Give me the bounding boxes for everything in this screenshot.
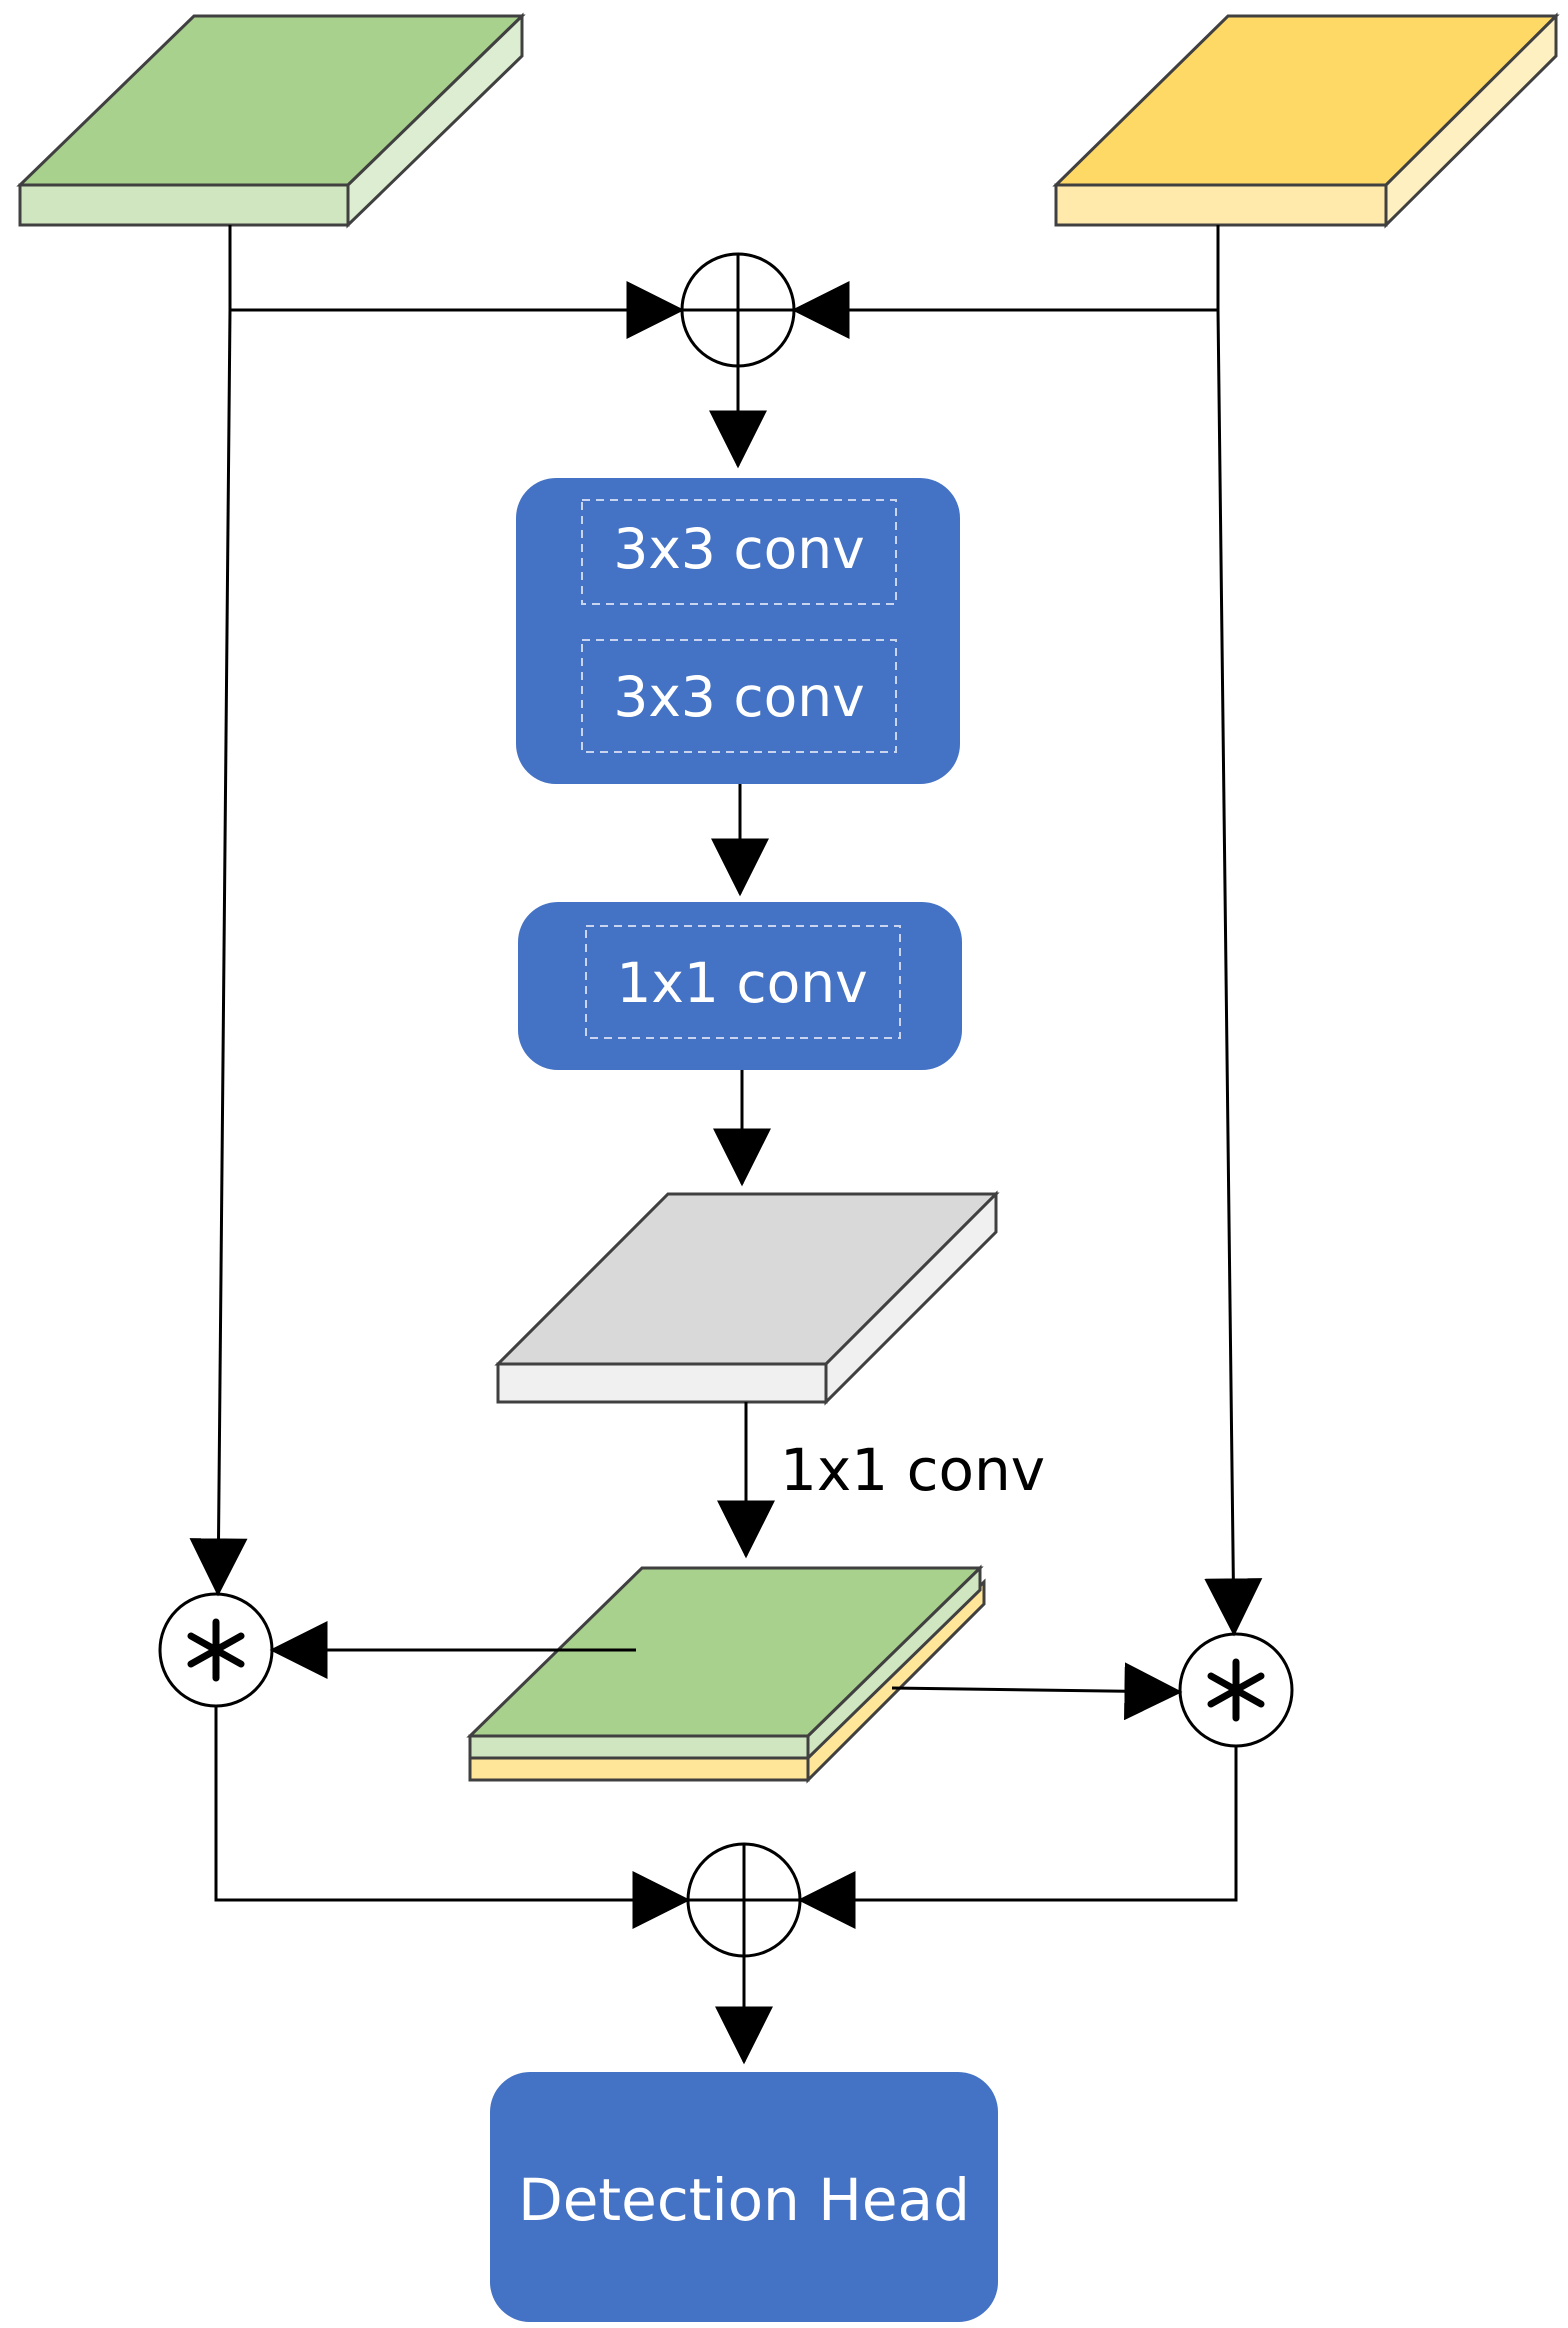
- conv-layer-3x3-second: 3x3 conv: [613, 665, 864, 729]
- left-multiply-operator: [158, 1592, 274, 1708]
- detection-head-box: Detection Head: [490, 2072, 998, 2322]
- top-sum-operator: [680, 252, 796, 368]
- fused-feature-map: [466, 1564, 986, 1784]
- skip-connection-arrows: [189, 309, 1263, 1637]
- right-input-feature-map: [1052, 12, 1560, 229]
- middle-feature-map: [494, 1190, 1000, 1406]
- conv-block-2: 1x1 conv: [518, 902, 962, 1070]
- fused-to-multiply-arrows: [269, 1621, 1183, 1721]
- conv-block-1: 3x3 conv 3x3 conv: [516, 478, 960, 784]
- detection-head-label: Detection Head: [518, 2166, 970, 2234]
- conv-layer-1x1: 1x1 conv: [616, 951, 867, 1015]
- bottom-sum-input-arrows: [214, 1706, 1238, 1929]
- right-multiply-operator: [1178, 1632, 1294, 1748]
- left-input-feature-map: [16, 12, 526, 229]
- conv-layer-3x3-first: 3x3 conv: [613, 517, 864, 581]
- conv-label: 1x1 conv: [780, 1436, 1045, 1504]
- bottom-sum-operator: [686, 1842, 802, 1958]
